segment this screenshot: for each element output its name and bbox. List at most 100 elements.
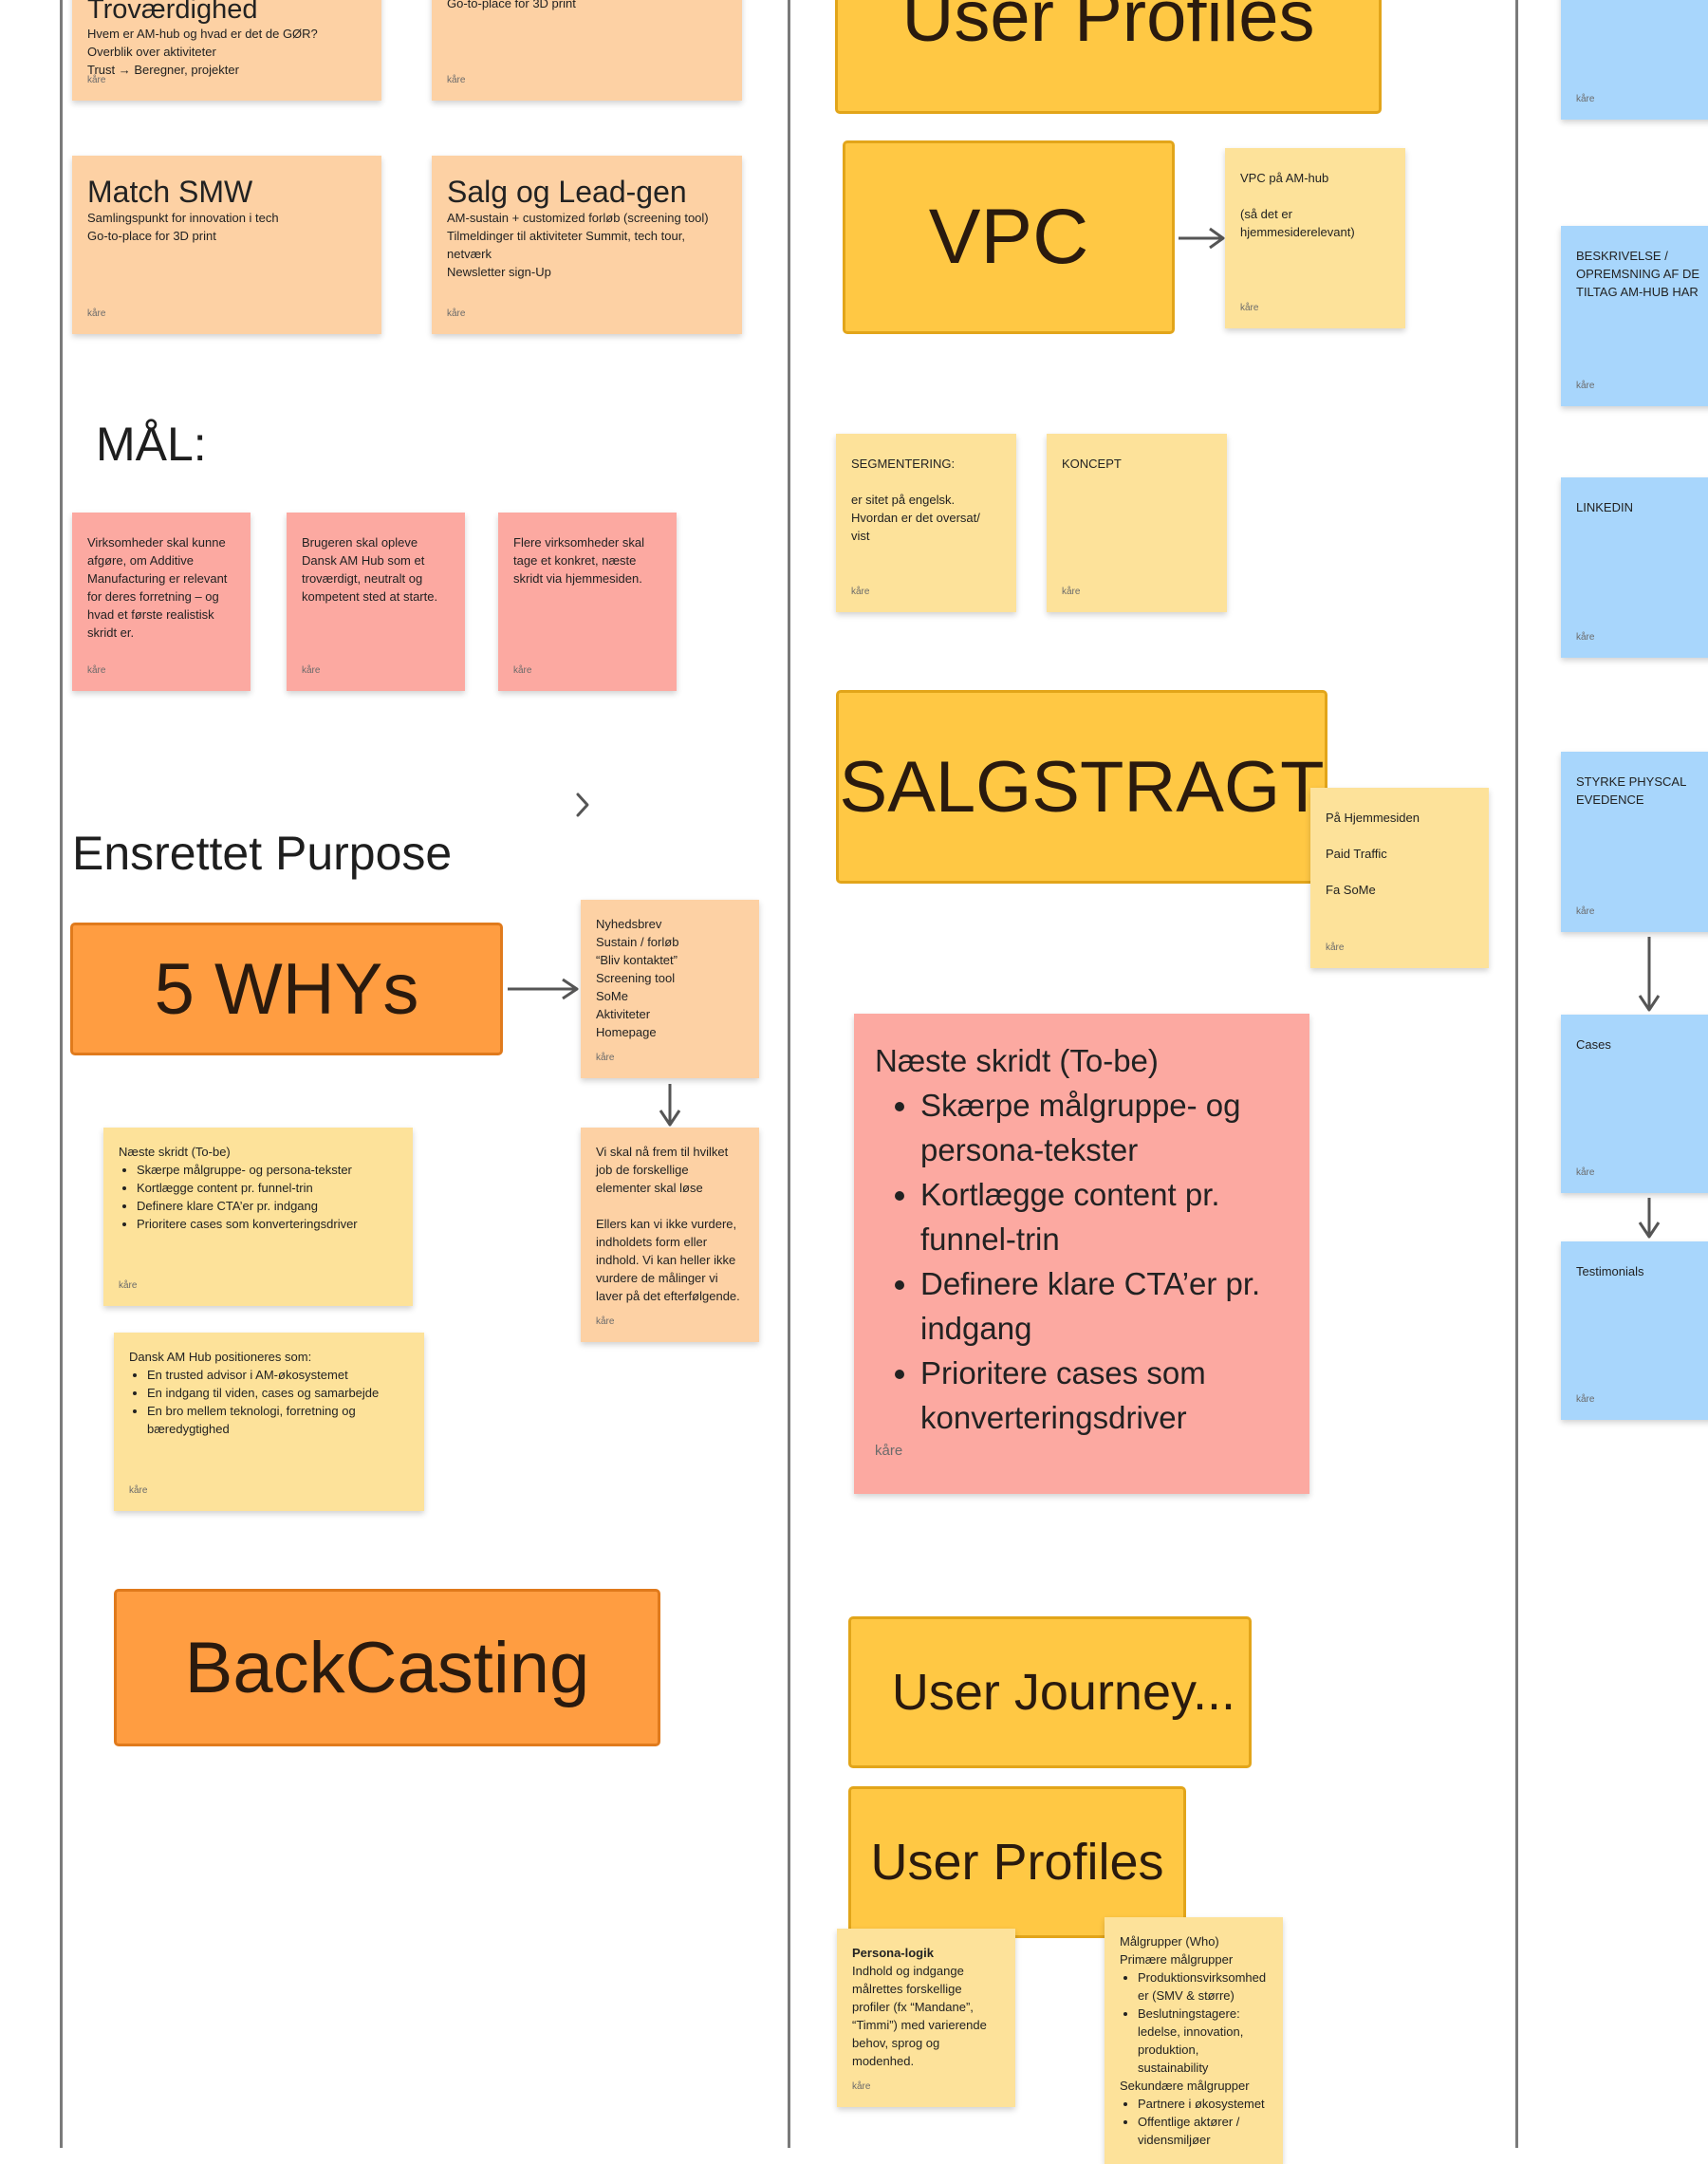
box-user-profiles-top[interactable]: User Profiles bbox=[835, 0, 1382, 114]
sticky-author: kåre bbox=[513, 665, 532, 676]
sticky-list: Skærpe målgruppe- og persona-tekster Kor… bbox=[875, 1083, 1289, 1440]
sticky-author: kåre bbox=[1576, 1167, 1595, 1178]
sticky-author: kåre bbox=[87, 308, 106, 319]
heading-ensrettet-purpose: Ensrettet Purpose bbox=[72, 827, 453, 880]
sticky-physical-evidence[interactable]: STYRKE PHYSCAL EVEDENCE kåre bbox=[1561, 752, 1708, 932]
column-divider-left bbox=[60, 0, 63, 2148]
sticky-author: kåre bbox=[1576, 381, 1595, 391]
box-vpc[interactable]: VPC bbox=[843, 140, 1175, 334]
sticky-title: Persona-logik bbox=[852, 1946, 934, 1960]
sticky-author: kåre bbox=[447, 308, 466, 319]
column-divider-right bbox=[1515, 0, 1518, 2148]
list-item: Produktionsvirksomheder (SMV & større) bbox=[1138, 1968, 1268, 2005]
box-backcasting[interactable]: BackCasting bbox=[114, 1589, 660, 1746]
arrow-down-icon bbox=[659, 1084, 681, 1127]
sticky-author: kåre bbox=[1326, 942, 1345, 953]
sticky-match-smw[interactable]: Match SMW Samlingspunkt for innovation i… bbox=[72, 156, 381, 334]
sticky-author: kåre bbox=[1240, 303, 1259, 313]
sticky-trovaerdighed[interactable]: Troværdighed Hvem er AM-hub og hvad er d… bbox=[72, 0, 381, 101]
list-item: Kortlægge content pr. funnel-trin bbox=[920, 1172, 1289, 1261]
sticky-jobs[interactable]: Vi skal nå frem til hvilket job de forsk… bbox=[581, 1128, 759, 1342]
sticky-line: Primære målgrupper bbox=[1120, 1952, 1234, 1967]
box-label: User Profiles bbox=[901, 0, 1315, 57]
sticky-traffic[interactable]: På Hjemmesiden Paid Traffic Fa SoMe kåre bbox=[1310, 788, 1489, 968]
sticky-maalgrupper[interactable]: Målgrupper (Who) Primære målgrupper Prod… bbox=[1105, 1917, 1283, 2164]
sticky-positioneres[interactable]: Dansk AM Hub positioneres som: En truste… bbox=[114, 1333, 424, 1511]
list-item: En bro mellem teknologi, forretning og b… bbox=[147, 1402, 409, 1438]
sticky-author: kåre bbox=[875, 1443, 903, 1459]
sticky-author: kåre bbox=[129, 1485, 148, 1496]
list-item: Prioritere cases som konverteringsdriver bbox=[137, 1215, 398, 1233]
arrow-right-icon bbox=[508, 978, 579, 1000]
sticky-author: kåre bbox=[596, 1053, 615, 1063]
sticky-author: kåre bbox=[852, 2081, 871, 2092]
sticky-author: kåre bbox=[596, 1316, 615, 1327]
sticky-list: Partnere i økosystemet Offentlige aktøre… bbox=[1120, 2095, 1268, 2149]
sticky-body: Indhold og indgange målrettes forskellig… bbox=[852, 1964, 987, 2068]
sticky-vpc-am-hub[interactable]: VPC på AM-hub (så det er hjemmesiderelev… bbox=[1225, 148, 1405, 328]
sticky-author: kåre bbox=[1576, 94, 1595, 104]
box-user-journey[interactable]: User Journey... bbox=[848, 1616, 1252, 1768]
sticky-title: Næste skridt (To-be) bbox=[119, 1145, 231, 1159]
sticky-line: Målgrupper (Who) bbox=[1120, 1934, 1219, 1949]
sticky-go-to-place[interactable]: Go-to-place for 3D print kåre bbox=[432, 0, 742, 101]
list-item: Prioritere cases som konverteringsdriver bbox=[920, 1351, 1289, 1440]
sticky-segmentering[interactable]: SEGMENTERING: er sitet på engelsk. Hvord… bbox=[836, 434, 1016, 612]
box-label: VPC bbox=[928, 194, 1089, 280]
sticky-naeste-skridt-big[interactable]: Næste skridt (To-be) Skærpe målgruppe- o… bbox=[854, 1014, 1309, 1494]
chevron-right-icon[interactable] bbox=[573, 792, 592, 818]
sticky-author: kåre bbox=[1576, 1394, 1595, 1405]
sticky-body: BESKRIVELSE / OPREMSNING AF DE TILTAG AM… bbox=[1576, 249, 1700, 299]
box-salgstragt[interactable]: SALGSTRAGT bbox=[836, 690, 1327, 884]
sticky-title: Salg og Lead-gen bbox=[447, 175, 687, 209]
list-item: Offentlige aktører / vidensmiljøer bbox=[1138, 2113, 1268, 2149]
sticky-persona-logik[interactable]: Persona-logik Indhold og indgange målret… bbox=[837, 1929, 1015, 2107]
sticky-body: SEGMENTERING: er sitet på engelsk. Hvord… bbox=[851, 457, 980, 543]
sticky-maal-1[interactable]: Virksomheder skal kunne afgøre, om Addit… bbox=[72, 513, 251, 691]
list-item: En trusted advisor i AM-økosystemet bbox=[147, 1366, 409, 1384]
sticky-body: Brugeren skal opleve Dansk AM Hub som et… bbox=[302, 535, 438, 604]
sticky-maal-2[interactable]: Brugeren skal opleve Dansk AM Hub som et… bbox=[287, 513, 465, 691]
sticky-body: Hvem er AM-hub og hvad er det de GØR? Ov… bbox=[87, 27, 318, 77]
sticky-channels[interactable]: Nyhedsbrev Sustain / forløb “Bliv kontak… bbox=[581, 900, 759, 1078]
sticky-author: kåre bbox=[119, 1280, 138, 1291]
sticky-koncept[interactable]: KONCEPT kåre bbox=[1047, 434, 1227, 612]
box-label: BackCasting bbox=[184, 1627, 590, 1708]
sticky-body: KONCEPT bbox=[1062, 457, 1122, 471]
sticky-title: Troværdighed bbox=[87, 0, 258, 25]
sticky-body: LINKEDIN bbox=[1576, 500, 1633, 514]
sticky-blue-1[interactable]: kåre bbox=[1561, 0, 1708, 120]
box-user-profiles-bottom[interactable]: User Profiles bbox=[848, 1786, 1186, 1938]
sticky-author: kåre bbox=[302, 665, 321, 676]
sticky-title: Match SMW bbox=[87, 175, 253, 209]
sticky-cases[interactable]: Cases kåre bbox=[1561, 1015, 1708, 1193]
column-divider-middle bbox=[788, 0, 790, 2148]
box-label: User Profiles bbox=[870, 1834, 1164, 1891]
box-label: User Journey... bbox=[891, 1664, 1235, 1721]
sticky-body: AM-sustain + customized forløb (screenin… bbox=[447, 211, 709, 279]
arrow-down-icon bbox=[1638, 1198, 1661, 1239]
list-item: Beslutningstagere: ledelse, innovation, … bbox=[1138, 2005, 1268, 2077]
sticky-title: Næste skridt (To-be) bbox=[875, 1043, 1159, 1078]
sticky-linkedin[interactable]: LINKEDIN kåre bbox=[1561, 477, 1708, 658]
sticky-body: Testimonials bbox=[1576, 1264, 1644, 1278]
box-5-whys[interactable]: 5 WHYs bbox=[70, 923, 503, 1055]
sticky-line: Sekundære målgrupper bbox=[1120, 2079, 1250, 2093]
sticky-body: STYRKE PHYSCAL EVEDENCE bbox=[1576, 774, 1686, 807]
sticky-body: Nyhedsbrev Sustain / forløb “Bliv kontak… bbox=[596, 917, 679, 1039]
sticky-salg-lead-gen[interactable]: Salg og Lead-gen AM-sustain + customized… bbox=[432, 156, 742, 334]
list-item: Skærpe målgruppe- og persona-tekster bbox=[920, 1083, 1289, 1172]
sticky-list: Produktionsvirksomheder (SMV & større) B… bbox=[1120, 1968, 1268, 2077]
sticky-maal-3[interactable]: Flere virksomheder skal tage et konkret,… bbox=[498, 513, 677, 691]
heading-maal: MÅL: bbox=[96, 418, 207, 471]
sticky-author: kåre bbox=[851, 587, 870, 597]
sticky-list: En trusted advisor i AM-økosystemet En i… bbox=[129, 1366, 409, 1438]
list-item: Partnere i økosystemet bbox=[1138, 2095, 1268, 2113]
sticky-testimonials[interactable]: Testimonials kåre bbox=[1561, 1241, 1708, 1420]
sticky-body: På Hjemmesiden Paid Traffic Fa SoMe bbox=[1326, 811, 1420, 897]
sticky-body: Samlingspunkt for innovation i tech Go-t… bbox=[87, 211, 279, 243]
box-label: 5 WHYs bbox=[154, 948, 419, 1030]
list-item: Skærpe målgruppe- og persona-tekster bbox=[137, 1161, 398, 1179]
sticky-naeste-skridt-small[interactable]: Næste skridt (To-be) Skærpe målgruppe- o… bbox=[103, 1128, 413, 1306]
sticky-beskrivelse[interactable]: BESKRIVELSE / OPREMSNING AF DE TILTAG AM… bbox=[1561, 226, 1708, 406]
